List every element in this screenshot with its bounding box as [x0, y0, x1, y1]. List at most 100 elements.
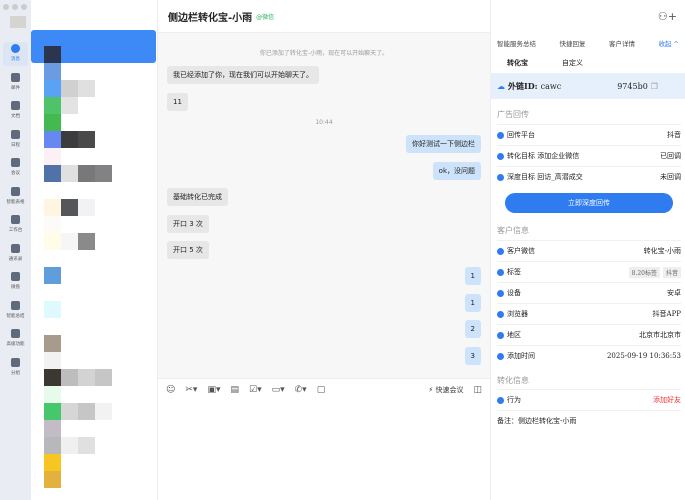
copy-icon[interactable]: ❐: [650, 81, 658, 91]
link-id-bar: ☁ 外链ID: cawc 9745b0 ❐: [491, 73, 685, 99]
row-value: 抖音APP: [652, 310, 681, 318]
phone-icon[interactable]: ✆▾: [294, 385, 307, 395]
outgoing-message[interactable]: 2: [464, 320, 481, 338]
nav-item[interactable]: 邮件: [3, 71, 28, 95]
subtab-zhuanhuabao[interactable]: 转化宝: [507, 59, 528, 67]
nav-item[interactable]: 会议: [3, 156, 28, 180]
source-badge: @微信: [256, 13, 275, 21]
window-controls[interactable]: [3, 4, 27, 10]
incoming-message[interactable]: 开口 3 次: [167, 215, 209, 233]
folder-icon[interactable]: ▭▾: [271, 385, 285, 395]
contact-avatar[interactable]: [44, 216, 61, 233]
nav-icon: [11, 272, 20, 281]
chat-panel: 侧边栏转化宝-小雨 @微信 你已添加了转化宝-小雨，现在可以开始聊天了。 10:…: [158, 0, 490, 500]
collapse-button[interactable]: 收起 ^: [658, 40, 679, 48]
avatar[interactable]: [10, 16, 26, 28]
contact-avatar[interactable]: [44, 63, 61, 80]
contact-avatar[interactable]: [44, 420, 61, 437]
contact-avatar[interactable]: [44, 148, 61, 165]
contact-name: [78, 437, 95, 454]
sidebar-toggle-icon[interactable]: ◫: [473, 385, 482, 395]
nav-item[interactable]: 智能总结: [3, 299, 28, 323]
system-message: 你已添加了转化宝-小雨，现在可以开始聊天了。: [259, 50, 389, 57]
nav-item[interactable]: 智能表格: [3, 185, 28, 209]
info-row: 地区北京市北京市: [497, 324, 681, 345]
contact-avatar[interactable]: [44, 437, 61, 454]
doc-icon[interactable]: ▤: [230, 385, 239, 395]
nav-item[interactable]: 文档: [3, 99, 28, 123]
add-user-icon[interactable]: ⚇+: [657, 10, 677, 23]
contact-name: [78, 369, 95, 386]
contact-avatar[interactable]: [44, 352, 61, 369]
nav-icon: [11, 357, 20, 367]
tab-service-summary[interactable]: 智能服务总结: [497, 40, 536, 48]
video-icon[interactable]: ▢: [316, 385, 326, 395]
info-row: 行为添加好友: [497, 389, 681, 410]
row-key: 回传平台: [507, 131, 535, 139]
quick-meeting-button[interactable]: ⚡ 快速会议: [428, 386, 464, 394]
incoming-message[interactable]: 我已经添加了你，现在我们可以开始聊天了。: [167, 66, 319, 84]
contact-avatar[interactable]: [44, 182, 61, 199]
contact-name: [61, 233, 78, 250]
nav-icon: [11, 329, 20, 338]
contact-avatar[interactable]: [44, 80, 61, 97]
contact-avatar[interactable]: [44, 131, 61, 148]
tab-customer-detail[interactable]: 客户详情: [608, 40, 635, 48]
incoming-message[interactable]: 基础转化已完成: [167, 188, 228, 206]
row-value: 转化宝-小雨: [643, 247, 681, 255]
outgoing-message[interactable]: 你好测试一下侧边栏: [406, 135, 481, 153]
nav-icon: [11, 300, 20, 310]
contact-name: [61, 437, 78, 454]
outgoing-message[interactable]: 1: [464, 294, 481, 312]
contact-avatar[interactable]: [44, 335, 61, 352]
nav-item[interactable]: 微盘: [3, 270, 28, 294]
todo-icon[interactable]: ☑▾: [249, 385, 262, 395]
contact-avatar[interactable]: [44, 233, 61, 250]
nav-label: 消息: [10, 56, 20, 62]
nav-item[interactable]: 通讯录: [3, 242, 28, 266]
contact-name: [61, 97, 78, 114]
contact-avatar[interactable]: [44, 369, 61, 386]
nav-item[interactable]: 日程: [3, 128, 28, 152]
nav-item[interactable]: 分组: [3, 356, 28, 380]
row-icon: [497, 152, 504, 160]
contact-avatar[interactable]: [44, 114, 61, 131]
contact-avatar[interactable]: [44, 46, 61, 63]
outgoing-message[interactable]: ok，没问题: [432, 162, 481, 180]
contact-avatar[interactable]: [44, 403, 61, 420]
row-key: 添加时间: [507, 352, 535, 360]
contact-name: [95, 403, 112, 420]
contact-avatar[interactable]: [44, 97, 61, 114]
contact-avatar[interactable]: [44, 454, 61, 471]
screenshot-icon[interactable]: ✂▾: [185, 385, 198, 395]
link-id-suffix: 9745b0: [617, 81, 648, 91]
outgoing-message[interactable]: 1: [464, 267, 481, 285]
row-value: 北京市北京市: [639, 331, 681, 339]
contact-avatar[interactable]: [44, 471, 61, 488]
message-input-area[interactable]: ☺ ✂▾ ▣▾ ▤ ☑▾ ▭▾ ✆▾ ▢ ⚡ 快速会议 ◫: [158, 378, 490, 500]
deep-callback-button[interactable]: 立即深度回传: [505, 193, 673, 213]
row-key: 标签: [507, 268, 521, 276]
nav-item[interactable]: 工作台: [3, 213, 28, 237]
contact-avatar[interactable]: [44, 301, 61, 318]
contact-avatar[interactable]: [44, 318, 61, 335]
nav-item[interactable]: 高级功能: [3, 327, 28, 351]
contact-name: [78, 165, 95, 182]
nav-item[interactable]: 消息: [3, 42, 28, 66]
contact-avatar[interactable]: [44, 250, 61, 267]
row-value: 已回调: [660, 152, 681, 160]
emoji-icon[interactable]: ☺: [166, 385, 176, 395]
contact-avatar[interactable]: [44, 165, 61, 182]
contact-avatar[interactable]: [44, 386, 61, 403]
contact-avatar[interactable]: [44, 199, 61, 216]
contact-avatar[interactable]: [44, 284, 61, 301]
incoming-message[interactable]: 11: [167, 93, 188, 111]
subtab-custom[interactable]: 自定义: [562, 59, 583, 67]
image-icon[interactable]: ▣▾: [207, 385, 221, 395]
outgoing-message[interactable]: 3: [464, 347, 481, 365]
conversation-list[interactable]: [31, 0, 158, 500]
contact-avatar[interactable]: [44, 267, 61, 284]
tab-quick-reply[interactable]: 快捷回复: [559, 40, 586, 48]
row-value: 未回调: [660, 173, 681, 181]
incoming-message[interactable]: 开口 5 次: [167, 241, 209, 259]
